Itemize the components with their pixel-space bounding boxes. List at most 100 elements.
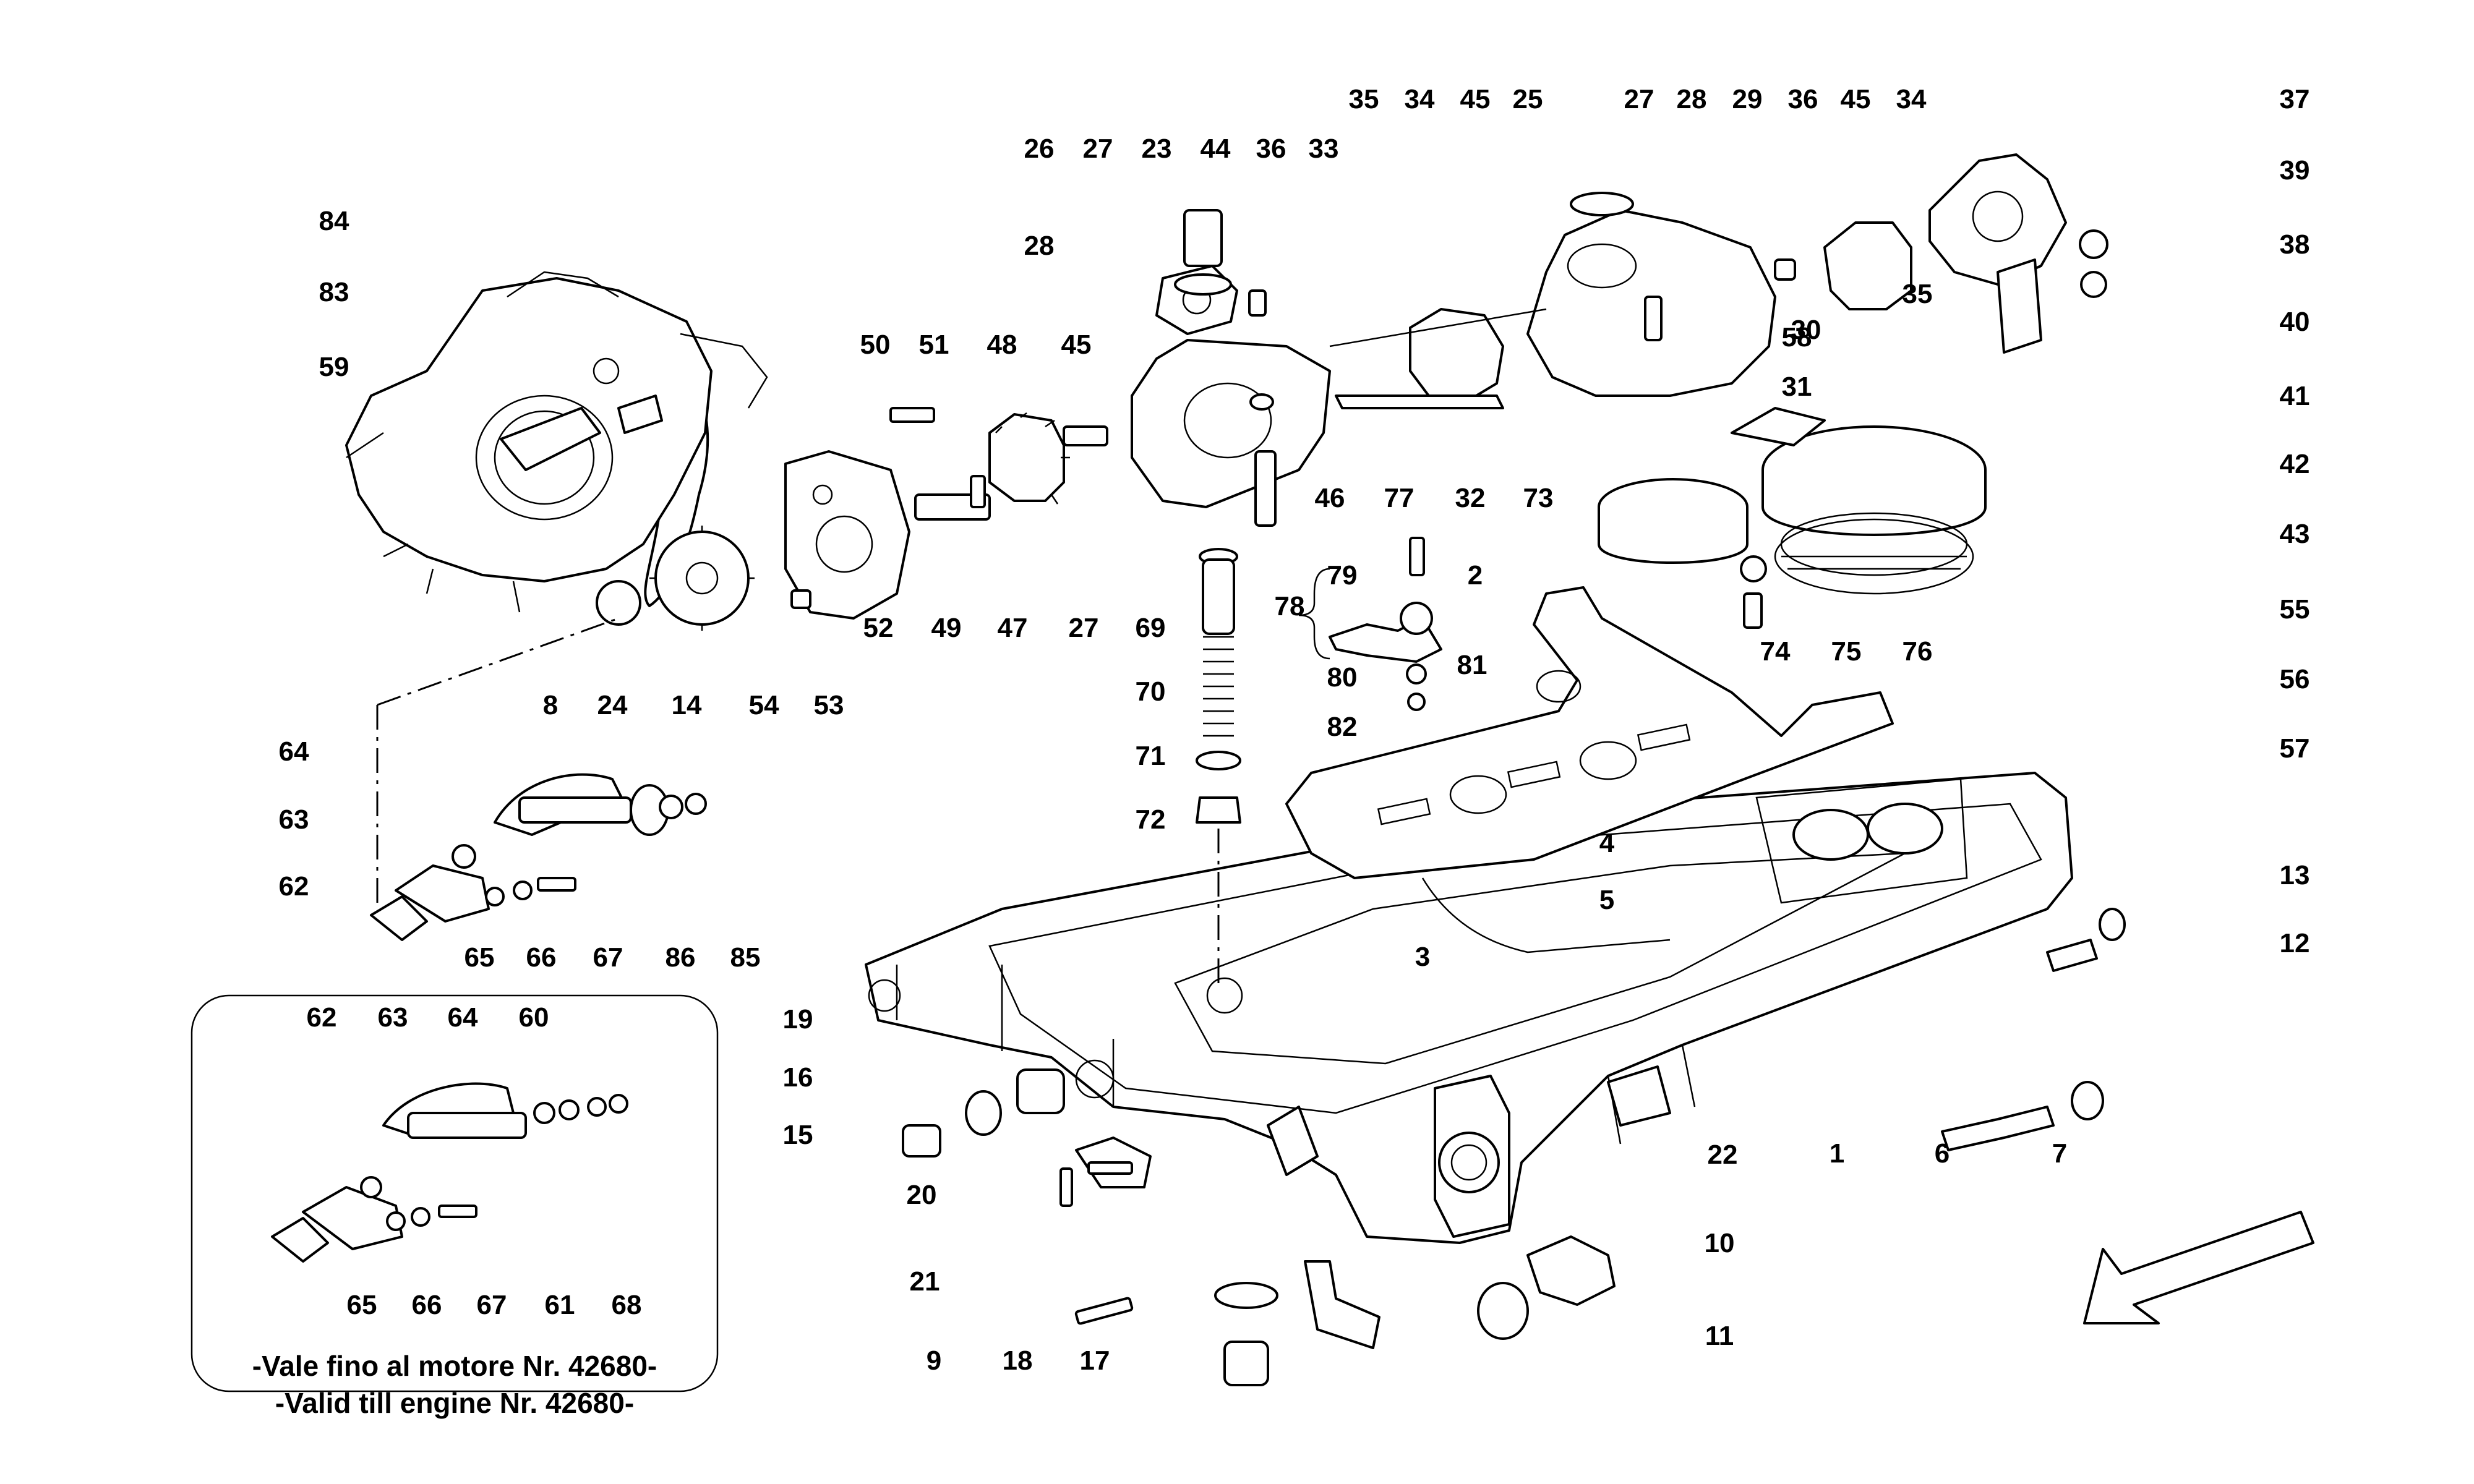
callout-28: 28 (1677, 84, 1707, 114)
pump-housing-front (1131, 209, 1331, 527)
callout-73: 73 (1523, 483, 1554, 513)
callout-86: 86 (666, 942, 696, 973)
engine-block (345, 271, 768, 626)
callout-4: 4 (1599, 828, 1615, 858)
callout-62: 62 (307, 1002, 337, 1033)
callout-37: 37 (2280, 84, 2310, 114)
callout-32: 32 (1455, 483, 1486, 513)
callout-48: 48 (987, 330, 1017, 360)
callout-80: 80 (1327, 662, 1358, 693)
callout-46: 46 (1315, 483, 1345, 513)
callout-7: 7 (2052, 1138, 2067, 1169)
callout-43: 43 (2280, 519, 2310, 549)
callout-34: 34 (1896, 84, 1927, 114)
callout-5: 5 (1599, 885, 1614, 915)
callout-64: 64 (279, 736, 309, 767)
callout-58: 58 (1782, 322, 1812, 352)
callout-13: 13 (2280, 860, 2310, 890)
callout-45: 45 (1061, 330, 1092, 360)
callout-31: 31 (1782, 372, 1812, 402)
inset-note-english: -Valid till engine Nr. 42680- (275, 1387, 634, 1419)
callout-56: 56 (2280, 664, 2310, 694)
callout-77: 77 (1384, 483, 1415, 513)
callout-76: 76 (1903, 636, 1933, 667)
callout-3: 3 (1415, 942, 1430, 972)
callout-45: 45 (1841, 84, 1871, 114)
callout-35: 35 (1903, 279, 1933, 309)
callout-66: 66 (526, 942, 557, 973)
callout-30: 30 (1791, 315, 1821, 345)
chain-tensioner (370, 617, 707, 941)
inset-panel (190, 994, 719, 1392)
callout-81: 81 (1457, 650, 1487, 680)
callout-84: 84 (319, 206, 349, 236)
callout-62: 62 (279, 871, 309, 902)
callout-74: 74 (1760, 636, 1791, 667)
callout-21: 21 (910, 1266, 940, 1297)
gasket (1285, 586, 1894, 879)
callout-9: 9 (927, 1345, 941, 1376)
callout-6: 6 (1935, 1138, 1950, 1169)
callout-60: 60 (519, 1002, 549, 1033)
callout-63: 63 (378, 1002, 408, 1033)
callout-54: 54 (749, 690, 779, 720)
callout-72: 72 (1136, 804, 1166, 835)
callout-24: 24 (597, 690, 628, 720)
callout-39: 39 (2280, 155, 2310, 186)
callout-27: 27 (1083, 134, 1113, 164)
callout-47: 47 (998, 613, 1028, 643)
oil-level-bracket (1298, 537, 1442, 711)
callout-17: 17 (1080, 1345, 1110, 1376)
callout-12: 12 (2280, 928, 2310, 958)
callout-19: 19 (783, 1004, 813, 1034)
direction-arrow (2083, 1211, 2314, 1324)
callout-53: 53 (814, 690, 844, 720)
callout-23: 23 (1142, 134, 1172, 164)
callout-79: 79 (1327, 560, 1358, 591)
callout-63: 63 (279, 804, 309, 835)
callout-29: 29 (1732, 84, 1763, 114)
callout-15: 15 (783, 1120, 813, 1150)
oil-strainer (1598, 407, 1987, 629)
callout-16: 16 (783, 1062, 813, 1093)
callout-55: 55 (2280, 594, 2310, 625)
callout-66: 66 (412, 1290, 442, 1320)
callout-41: 41 (2280, 381, 2310, 411)
callout-67: 67 (593, 942, 623, 973)
callout-78: 78 (1275, 591, 1305, 621)
oil-sump (865, 772, 2073, 1244)
callout-33: 33 (1309, 134, 1339, 164)
callout-52: 52 (863, 613, 894, 643)
callout-44: 44 (1201, 134, 1231, 164)
relief-valve (1196, 548, 1241, 989)
callout-34: 34 (1405, 84, 1435, 114)
callout-10: 10 (1705, 1228, 1735, 1258)
callout-18: 18 (1003, 1345, 1033, 1376)
callout-8: 8 (543, 690, 558, 720)
callout-2: 2 (1468, 560, 1483, 591)
callout-27: 27 (1069, 613, 1099, 643)
callout-36: 36 (1788, 84, 1818, 114)
callout-65: 65 (464, 942, 495, 973)
callout-57: 57 (2280, 733, 2310, 764)
callout-75: 75 (1831, 636, 1862, 667)
callout-51: 51 (919, 330, 949, 360)
callout-68: 68 (612, 1290, 642, 1320)
callout-35: 35 (1349, 84, 1379, 114)
pump-housing-rear (1329, 153, 2108, 409)
callout-70: 70 (1136, 676, 1166, 707)
callout-38: 38 (2280, 229, 2310, 260)
callout-69: 69 (1136, 613, 1166, 643)
callout-27: 27 (1624, 84, 1654, 114)
callout-45: 45 (1460, 84, 1491, 114)
callout-64: 64 (448, 1002, 478, 1033)
callout-65: 65 (347, 1290, 377, 1320)
callout-49: 49 (931, 613, 962, 643)
callout-85: 85 (730, 942, 761, 973)
callout-59: 59 (319, 352, 349, 382)
callout-71: 71 (1136, 741, 1166, 771)
callout-50: 50 (860, 330, 891, 360)
callout-26: 26 (1024, 134, 1055, 164)
